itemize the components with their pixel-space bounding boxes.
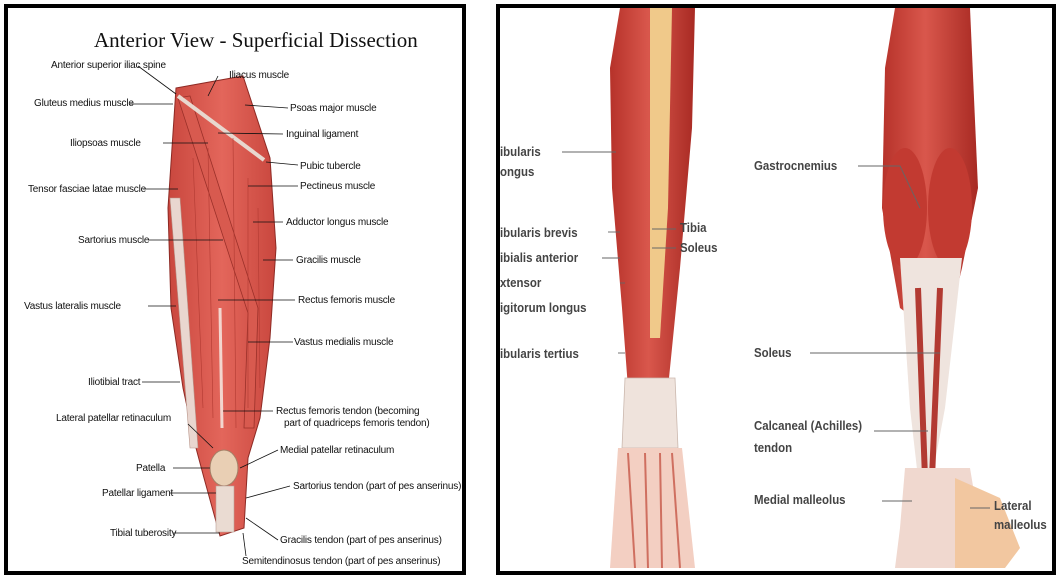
label-rectus-femoris-tendon-line1: Rectus femoris tendon (becoming bbox=[276, 406, 419, 417]
label-iliacus-muscle: Iliacus muscle bbox=[229, 70, 289, 81]
label-anterior-superior-iliac-spine: Anterior superior iliac spine bbox=[51, 60, 166, 71]
label-semitendinosus-tendon: Semitendinosus tendon (part of pes anser… bbox=[242, 556, 440, 567]
label-lateral-patellar-retinaculum: Lateral patellar retinaculum bbox=[56, 413, 171, 424]
label-adductor-longus-muscle: Adductor longus muscle bbox=[286, 217, 388, 228]
label-fibularis-longus-line2: ongus bbox=[500, 164, 534, 180]
label-fibularis-longus-line1: ibularis bbox=[500, 144, 541, 160]
diagram-title: Anterior View - Superficial Dissection bbox=[94, 28, 418, 53]
label-extensor-digitorum-line1: xtensor bbox=[500, 275, 541, 291]
label-calcaneal-tendon-line2: tendon bbox=[754, 440, 792, 456]
label-fibularis-brevis: ibularis brevis bbox=[500, 225, 578, 241]
label-sartorius-muscle: Sartorius muscle bbox=[78, 235, 149, 246]
lower-leg-illustration bbox=[500, 8, 1052, 571]
label-extensor-digitorum-line2: igitorum longus bbox=[500, 300, 586, 316]
label-rectus-femoris-tendon-line2: part of quadriceps femoris tendon) bbox=[284, 418, 430, 429]
label-tibia: Tibia bbox=[680, 220, 706, 236]
label-medial-malleolus: Medial malleolus bbox=[754, 492, 846, 508]
label-gracilis-muscle: Gracilis muscle bbox=[296, 255, 361, 266]
label-soleus-anterior: Soleus bbox=[680, 240, 718, 256]
label-tibialis-anterior: ibialis anterior bbox=[500, 250, 578, 266]
label-gastrocnemius: Gastrocnemius bbox=[754, 158, 837, 174]
label-iliotibial-tract: Iliotibial tract bbox=[88, 377, 140, 388]
label-fibularis-tertius: ibularis tertius bbox=[500, 346, 579, 362]
label-vastus-lateralis-muscle: Vastus lateralis muscle bbox=[24, 301, 121, 312]
label-patellar-ligament: Patellar ligament bbox=[102, 488, 173, 499]
label-pubic-tubercle: Pubic tubercle bbox=[300, 161, 361, 172]
label-tensor-fasciae-latae-muscle: Tensor fasciae latae muscle bbox=[28, 184, 146, 195]
label-gracilis-tendon: Gracilis tendon (part of pes anserinus) bbox=[280, 535, 442, 546]
label-lateral-malleolus-line1: Lateral bbox=[994, 498, 1032, 514]
lower-leg-panel: ibularis ongus ibularis brevis ibialis a… bbox=[496, 4, 1056, 575]
label-soleus-posterior: Soleus bbox=[754, 345, 792, 361]
label-vastus-medialis-muscle: Vastus medialis muscle bbox=[294, 337, 393, 348]
label-lateral-malleolus-line2: malleolus bbox=[994, 517, 1047, 533]
label-tibial-tuberosity: Tibial tuberosity bbox=[110, 528, 176, 539]
label-sartorius-tendon: Sartorius tendon (part of pes anserinus) bbox=[293, 481, 461, 492]
label-medial-patellar-retinaculum: Medial patellar retinaculum bbox=[280, 445, 394, 456]
label-psoas-major-muscle: Psoas major muscle bbox=[290, 103, 376, 114]
anterior-thigh-panel: Anterior View - Superficial Dissection A… bbox=[4, 4, 466, 575]
label-pectineus-muscle: Pectineus muscle bbox=[300, 181, 375, 192]
label-patella: Patella bbox=[136, 463, 165, 474]
label-calcaneal-tendon-line1: Calcaneal (Achilles) bbox=[754, 418, 862, 434]
label-gluteus-medius-muscle: Gluteus medius muscle bbox=[34, 98, 134, 109]
label-iliopsoas-muscle: Iliopsoas muscle bbox=[70, 138, 141, 149]
label-rectus-femoris-muscle: Rectus femoris muscle bbox=[298, 295, 395, 306]
label-inguinal-ligament: Inguinal ligament bbox=[286, 129, 358, 140]
